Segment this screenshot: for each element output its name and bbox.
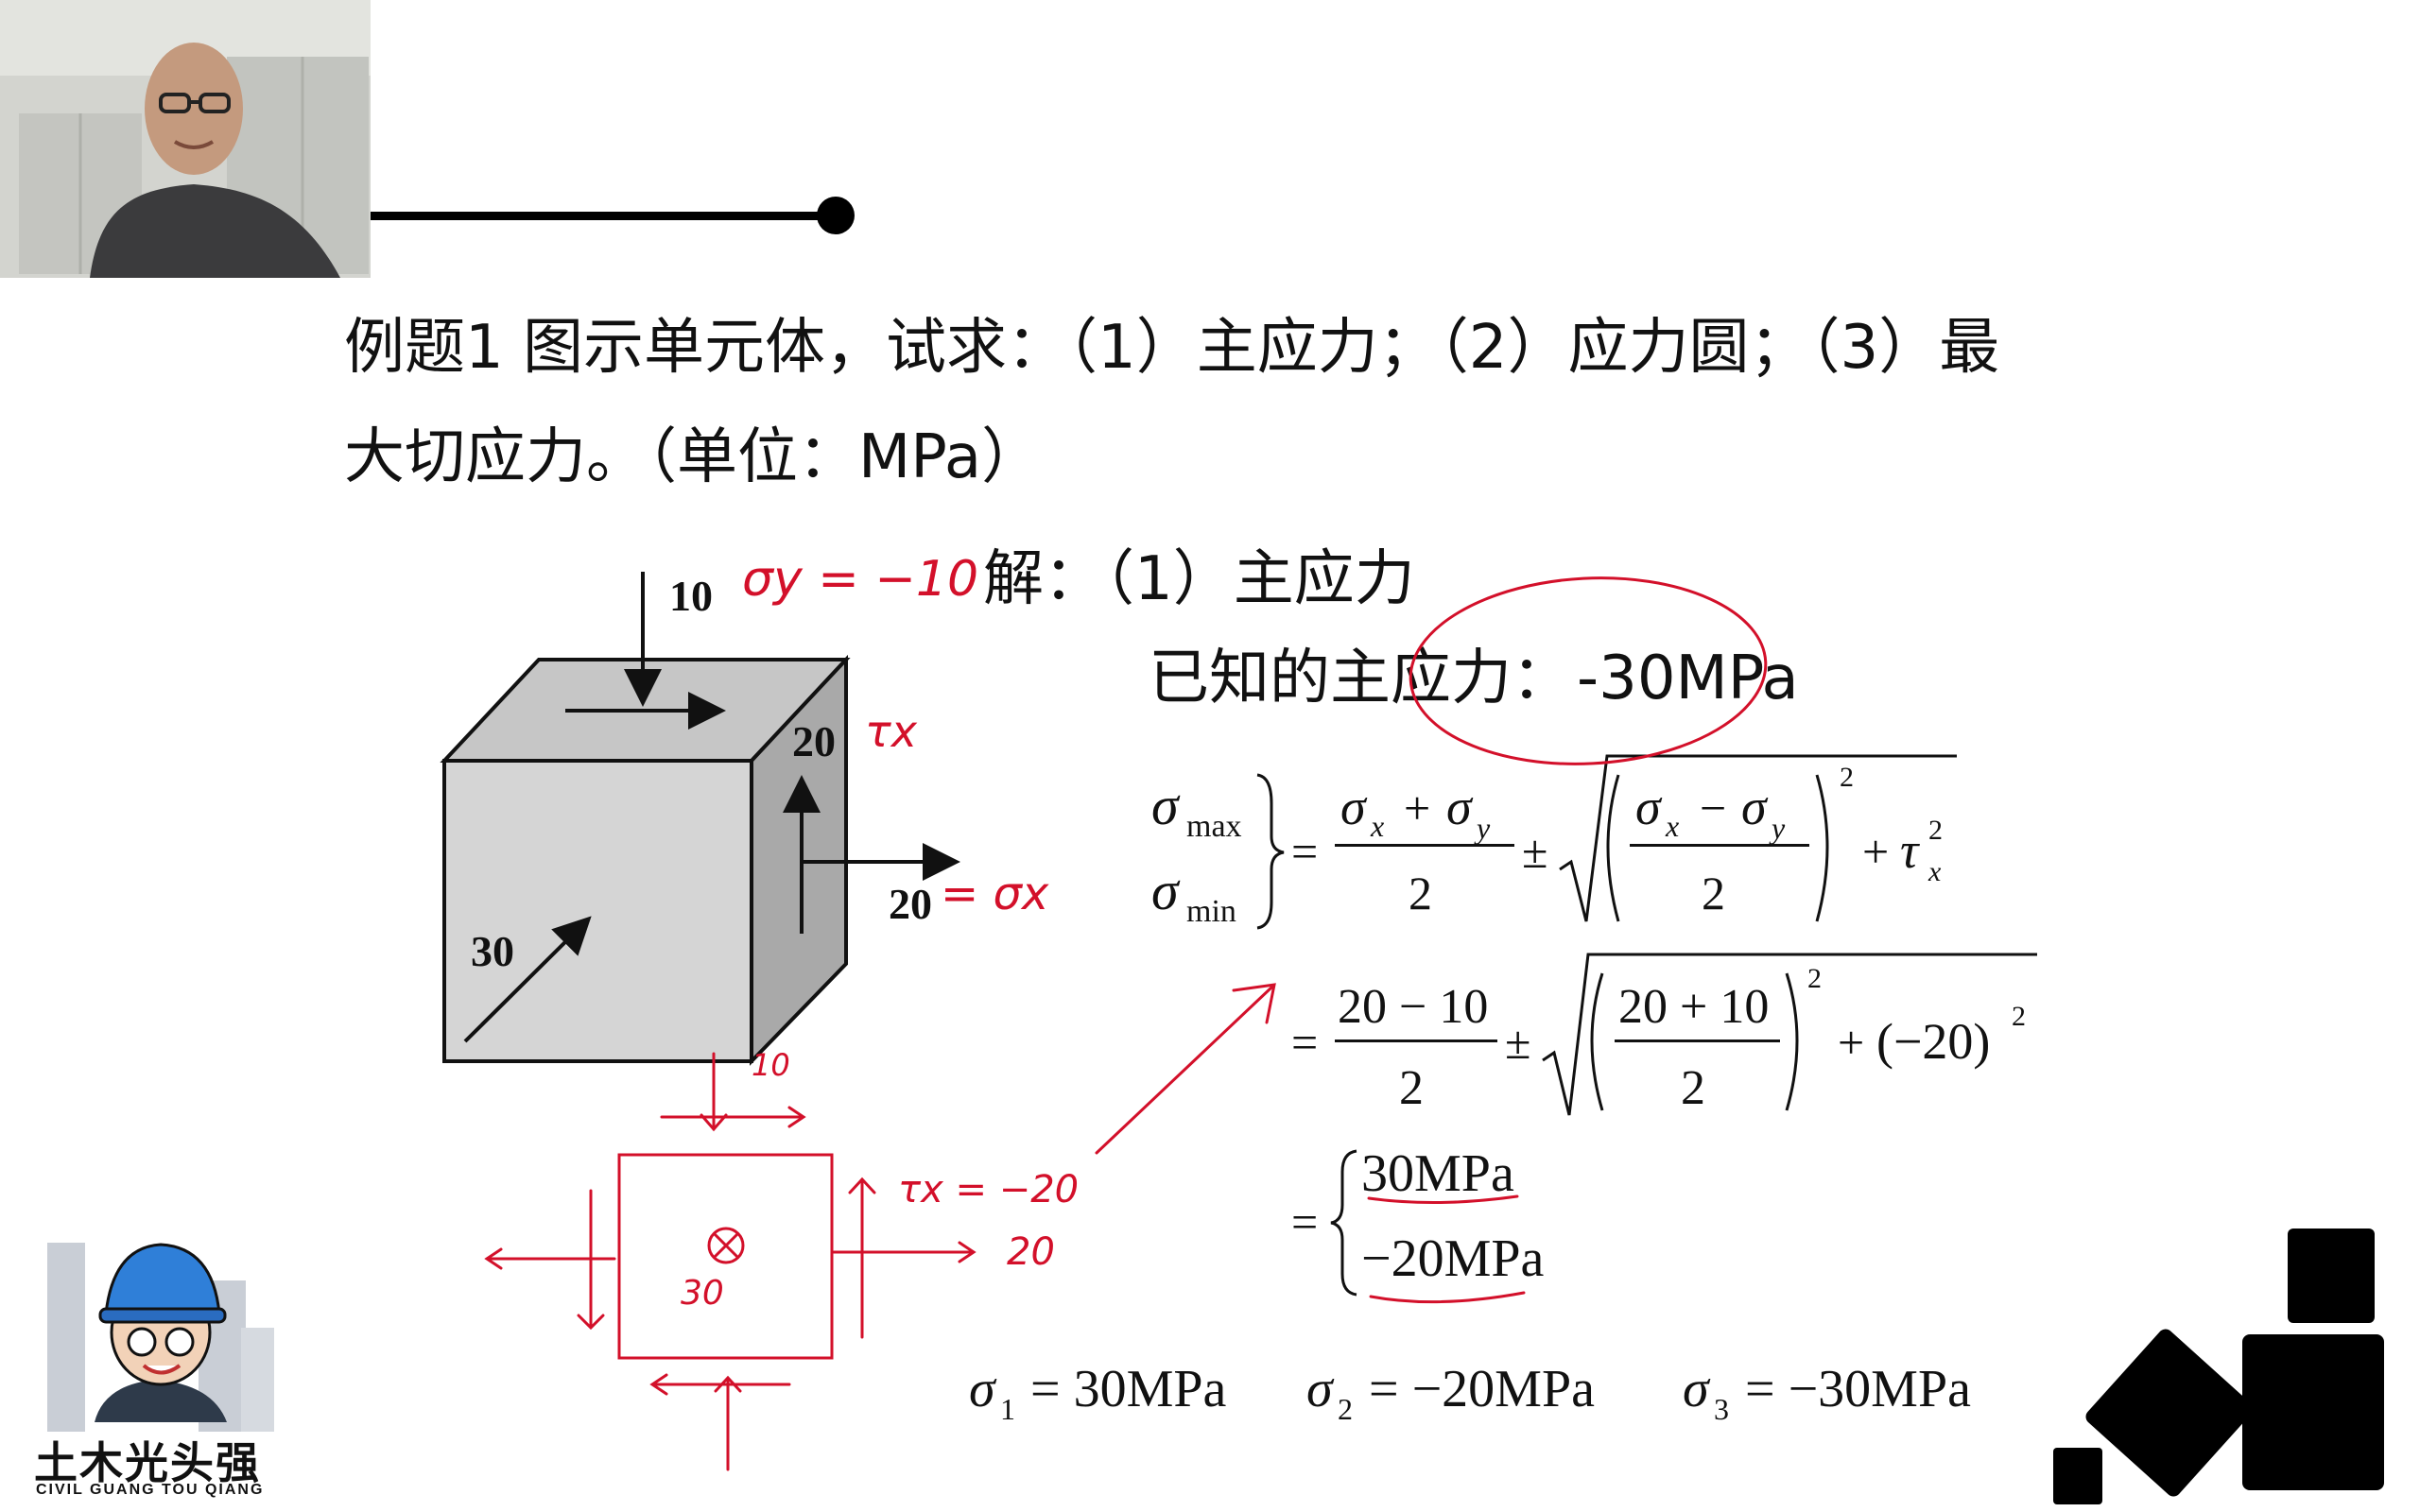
label-right-20: 20 — [889, 880, 932, 928]
label-front-30: 30 — [471, 927, 514, 975]
svg-text:y: y — [1769, 811, 1786, 845]
annotation-sigma-x: = σx — [941, 868, 1049, 920]
sigma1-value: = 30MPa — [1030, 1360, 1227, 1418]
svg-text:+: + — [1862, 825, 1889, 878]
svg-text:2: 2 — [1840, 762, 1854, 793]
brand-subtitle: CIVIL GUANG TOU QIANG — [36, 1482, 265, 1498]
svg-text:σ: σ — [1683, 1360, 1711, 1418]
annotation-30: 30 — [681, 1274, 724, 1313]
svg-text:3: 3 — [1714, 1392, 1729, 1426]
sigma-z-arrow — [463, 916, 592, 1043]
known-principal-label: 已知的主应力： — [1149, 644, 1572, 713]
svg-text:2: 2 — [1702, 867, 1725, 919]
annotation-20: 20 — [1007, 1230, 1055, 1274]
svg-text:=: = — [1291, 1016, 1318, 1069]
svg-text:+: + — [1404, 782, 1430, 834]
red-square — [617, 1153, 834, 1360]
problem-line-2: 大切应力。（单位：MPa） — [344, 422, 1043, 492]
svg-text:=: = — [1291, 1195, 1318, 1248]
underline-2 — [1369, 1291, 1526, 1304]
svg-text:2: 2 — [1681, 1061, 1705, 1115]
presenter-video-frame — [0, 0, 371, 278]
svg-text:(−20): (−20) — [1876, 1013, 1990, 1070]
svg-text:=: = — [1291, 825, 1318, 878]
decorative-blocks — [2053, 1228, 2384, 1504]
red-arrow-head — [1232, 983, 1276, 1024]
brand-name: 土木光头强 — [34, 1438, 261, 1487]
svg-text:min: min — [1186, 894, 1236, 929]
svg-text:x: x — [1665, 809, 1679, 843]
svg-text:2: 2 — [1399, 1061, 1424, 1115]
svg-text:20 − 10: 20 − 10 — [1338, 980, 1488, 1034]
svg-text:2: 2 — [1338, 1392, 1353, 1426]
result-sigma-min: −20MPa — [1361, 1229, 1545, 1288]
svg-text:1: 1 — [1000, 1392, 1015, 1426]
svg-text:2: 2 — [1928, 815, 1943, 846]
svg-text:σ: σ — [969, 1360, 997, 1418]
svg-text:−: − — [1700, 782, 1726, 834]
svg-text:σ: σ — [1151, 775, 1181, 836]
svg-text:2: 2 — [2012, 1001, 2026, 1032]
annotation-tau-x: τx — [865, 706, 918, 757]
svg-text:τ: τ — [1900, 822, 1920, 879]
svg-text:max: max — [1186, 809, 1242, 844]
webcam-video — [0, 0, 371, 278]
annotation-10: 10 — [752, 1047, 790, 1083]
svg-text:+: + — [1838, 1016, 1864, 1069]
annotation-tau-x-eq: τx = −20 — [898, 1168, 1079, 1211]
title-divider-line — [371, 212, 834, 220]
svg-text:σ: σ — [1741, 779, 1769, 835]
sigma2-value: = −20MPa — [1369, 1360, 1595, 1418]
svg-text:20 + 10: 20 + 10 — [1618, 980, 1769, 1034]
title-divider-dot — [817, 197, 855, 234]
svg-text:x: x — [1370, 809, 1384, 843]
svg-text:σ: σ — [1446, 779, 1474, 835]
svg-text:x: x — [1927, 856, 1942, 887]
problem-line-1: 例题1 图示单元体，试求：（1）主应力；（2）应力圆；（3）最 — [344, 313, 2000, 383]
svg-text:y: y — [1474, 811, 1491, 845]
svg-text:±: ± — [1522, 825, 1547, 878]
svg-text:σ: σ — [1306, 1360, 1335, 1418]
label-side-20: 20 — [792, 717, 836, 765]
svg-text:σ: σ — [1340, 779, 1368, 835]
red-arrow-line — [1095, 986, 1273, 1155]
solution-heading: 解：（1）主应力 — [983, 544, 1415, 614]
mascot-logo — [47, 1243, 274, 1432]
svg-text:±: ± — [1505, 1016, 1530, 1069]
svg-text:2: 2 — [1409, 867, 1432, 919]
underline-1 — [1367, 1194, 1519, 1205]
known-principal-value: -30MPa — [1577, 644, 1799, 713]
sigma3-value: = −30MPa — [1745, 1360, 1971, 1418]
annotation-sigma-y: σy = −10 — [742, 551, 978, 608]
svg-text:σ: σ — [1635, 779, 1663, 835]
svg-text:σ: σ — [1151, 860, 1181, 921]
result-sigma-max: 30MPa — [1361, 1144, 1514, 1203]
circle-highlight — [1409, 576, 1768, 765]
label-top-10: 10 — [669, 572, 713, 620]
svg-text:2: 2 — [1807, 963, 1822, 994]
